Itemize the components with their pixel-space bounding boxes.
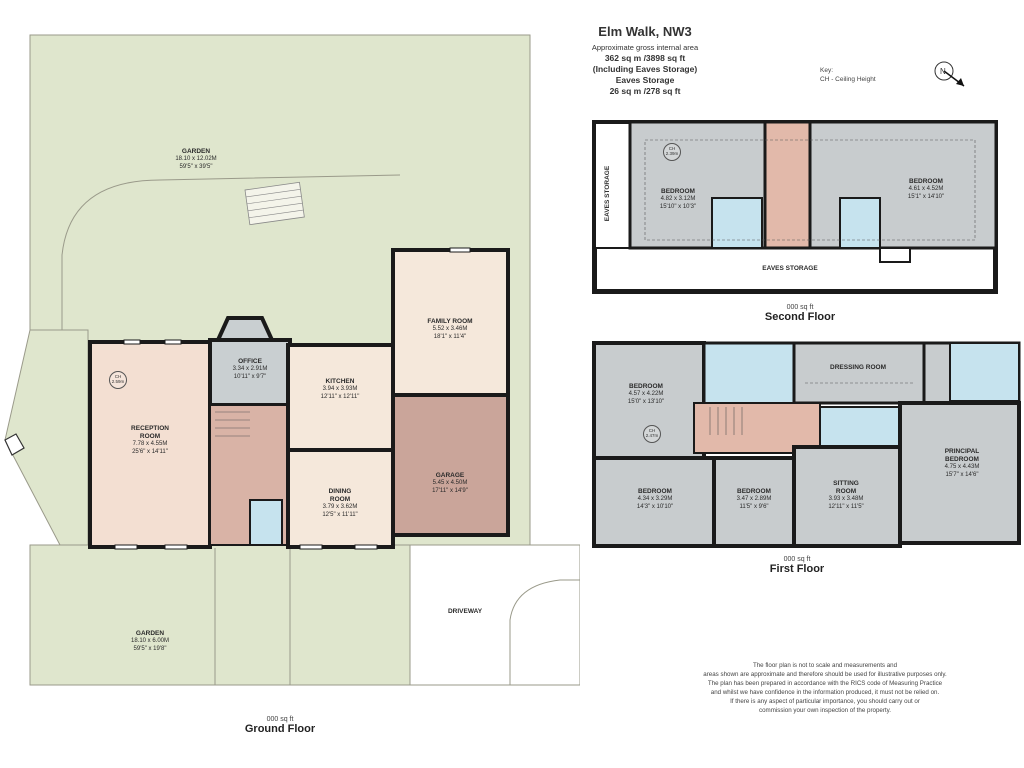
room-label-principal-bedroom: PRINCIPAL BEDROOM 4.75 x 4.43M 15'7" x 1… xyxy=(944,448,980,478)
ceiling-height-marker-second: CH 2.39m xyxy=(663,143,681,161)
room-label-first-bedroom-3: BEDROOM 3.47 x 2.89M 11'5" x 9'6" xyxy=(736,488,772,510)
plan-header: Elm Walk, NW3 Approximate gross internal… xyxy=(590,24,700,97)
area-subtitle: Approximate gross internal area xyxy=(591,43,699,52)
key-title: Key: xyxy=(820,67,834,74)
eaves-storage-left-label: EAVES STORAGE xyxy=(604,165,612,222)
room-label-kitchen: KITCHEN 3.94 x 3.93M 12'11" x 12'11" xyxy=(320,378,360,400)
second-floor-svg xyxy=(592,120,998,294)
compass-north-arrow-icon: N xyxy=(928,56,968,92)
key-legend: Key: CH - Ceiling Height xyxy=(820,66,876,84)
room-label-garden-top: GARDEN 18.10 x 12.02M 59'5" x 39'5" xyxy=(175,148,217,170)
room-label-second-bedroom-left: BEDROOM 4.82 x 3.12M 15'10" x 10'3" xyxy=(659,188,697,210)
ground-floor-site-svg xyxy=(4,34,580,686)
disclaimer: The floor plan is not to scale and measu… xyxy=(703,662,947,714)
room-label-second-bedroom-right: BEDROOM 4.61 x 4.52M 15'1" x 14'10" xyxy=(907,178,945,200)
room-label-garden-bottom: GARDEN 18.10 x 6.00M 59'5" x 19'8" xyxy=(130,630,170,652)
including-eaves: (Including Eaves Storage) xyxy=(592,63,698,74)
second-floor-title: 000 sq ft Second Floor xyxy=(764,304,836,323)
first-floor-svg xyxy=(592,341,1021,548)
room-label-dining-room: DINING ROOM 3.79 x 3.62M 12'5" x 11'11" xyxy=(322,488,358,518)
total-area: 362 sq m /3898 sq ft xyxy=(604,52,686,63)
room-label-first-bedroom-2: BEDROOM 4.34 x 3.29M 14'3" x 10'10" xyxy=(636,488,674,510)
room-label-office: OFFICE 3.34 x 2.91M 10'11" x 9'7" xyxy=(232,358,268,380)
room-label-first-bedroom-1: BEDROOM 4.57 x 4.22M 15'0" x 13'10" xyxy=(627,383,665,405)
room-label-family-room: FAMILY ROOM 5.52 x 3.46M 18'1" x 11'4" xyxy=(427,318,473,340)
svg-text:N: N xyxy=(940,67,946,76)
ceiling-height-marker-ground: CH 2.59m xyxy=(109,371,127,389)
room-label-dressing-room: DRESSING ROOM xyxy=(830,364,886,371)
key-ch: CH - Ceiling Height xyxy=(820,76,876,84)
room-label-garage: GARAGE 5.45 x 4.50M 17'11" x 14'9" xyxy=(432,472,468,494)
eaves-storage-bottom-label: EAVES STORAGE xyxy=(762,265,818,272)
room-label-sitting-room: SITTING ROOM 3.93 x 3.48M 12'11" x 11'5" xyxy=(828,480,864,510)
room-label-driveway: DRIVEWAY xyxy=(447,608,483,615)
eaves-area: 26 sq m /278 sq ft xyxy=(609,85,681,96)
eaves-label: Eaves Storage xyxy=(615,74,675,85)
first-floor-title: 000 sq ft First Floor xyxy=(769,556,825,575)
ceiling-height-marker-first: CH 2.47m xyxy=(643,425,661,443)
property-title: Elm Walk, NW3 xyxy=(598,24,692,39)
room-label-reception-room: RECEPTION ROOM 7.78 x 4.55M 25'6" x 14'1… xyxy=(131,425,169,455)
ground-floor-title: 000 sq ft Ground Floor xyxy=(244,716,316,735)
